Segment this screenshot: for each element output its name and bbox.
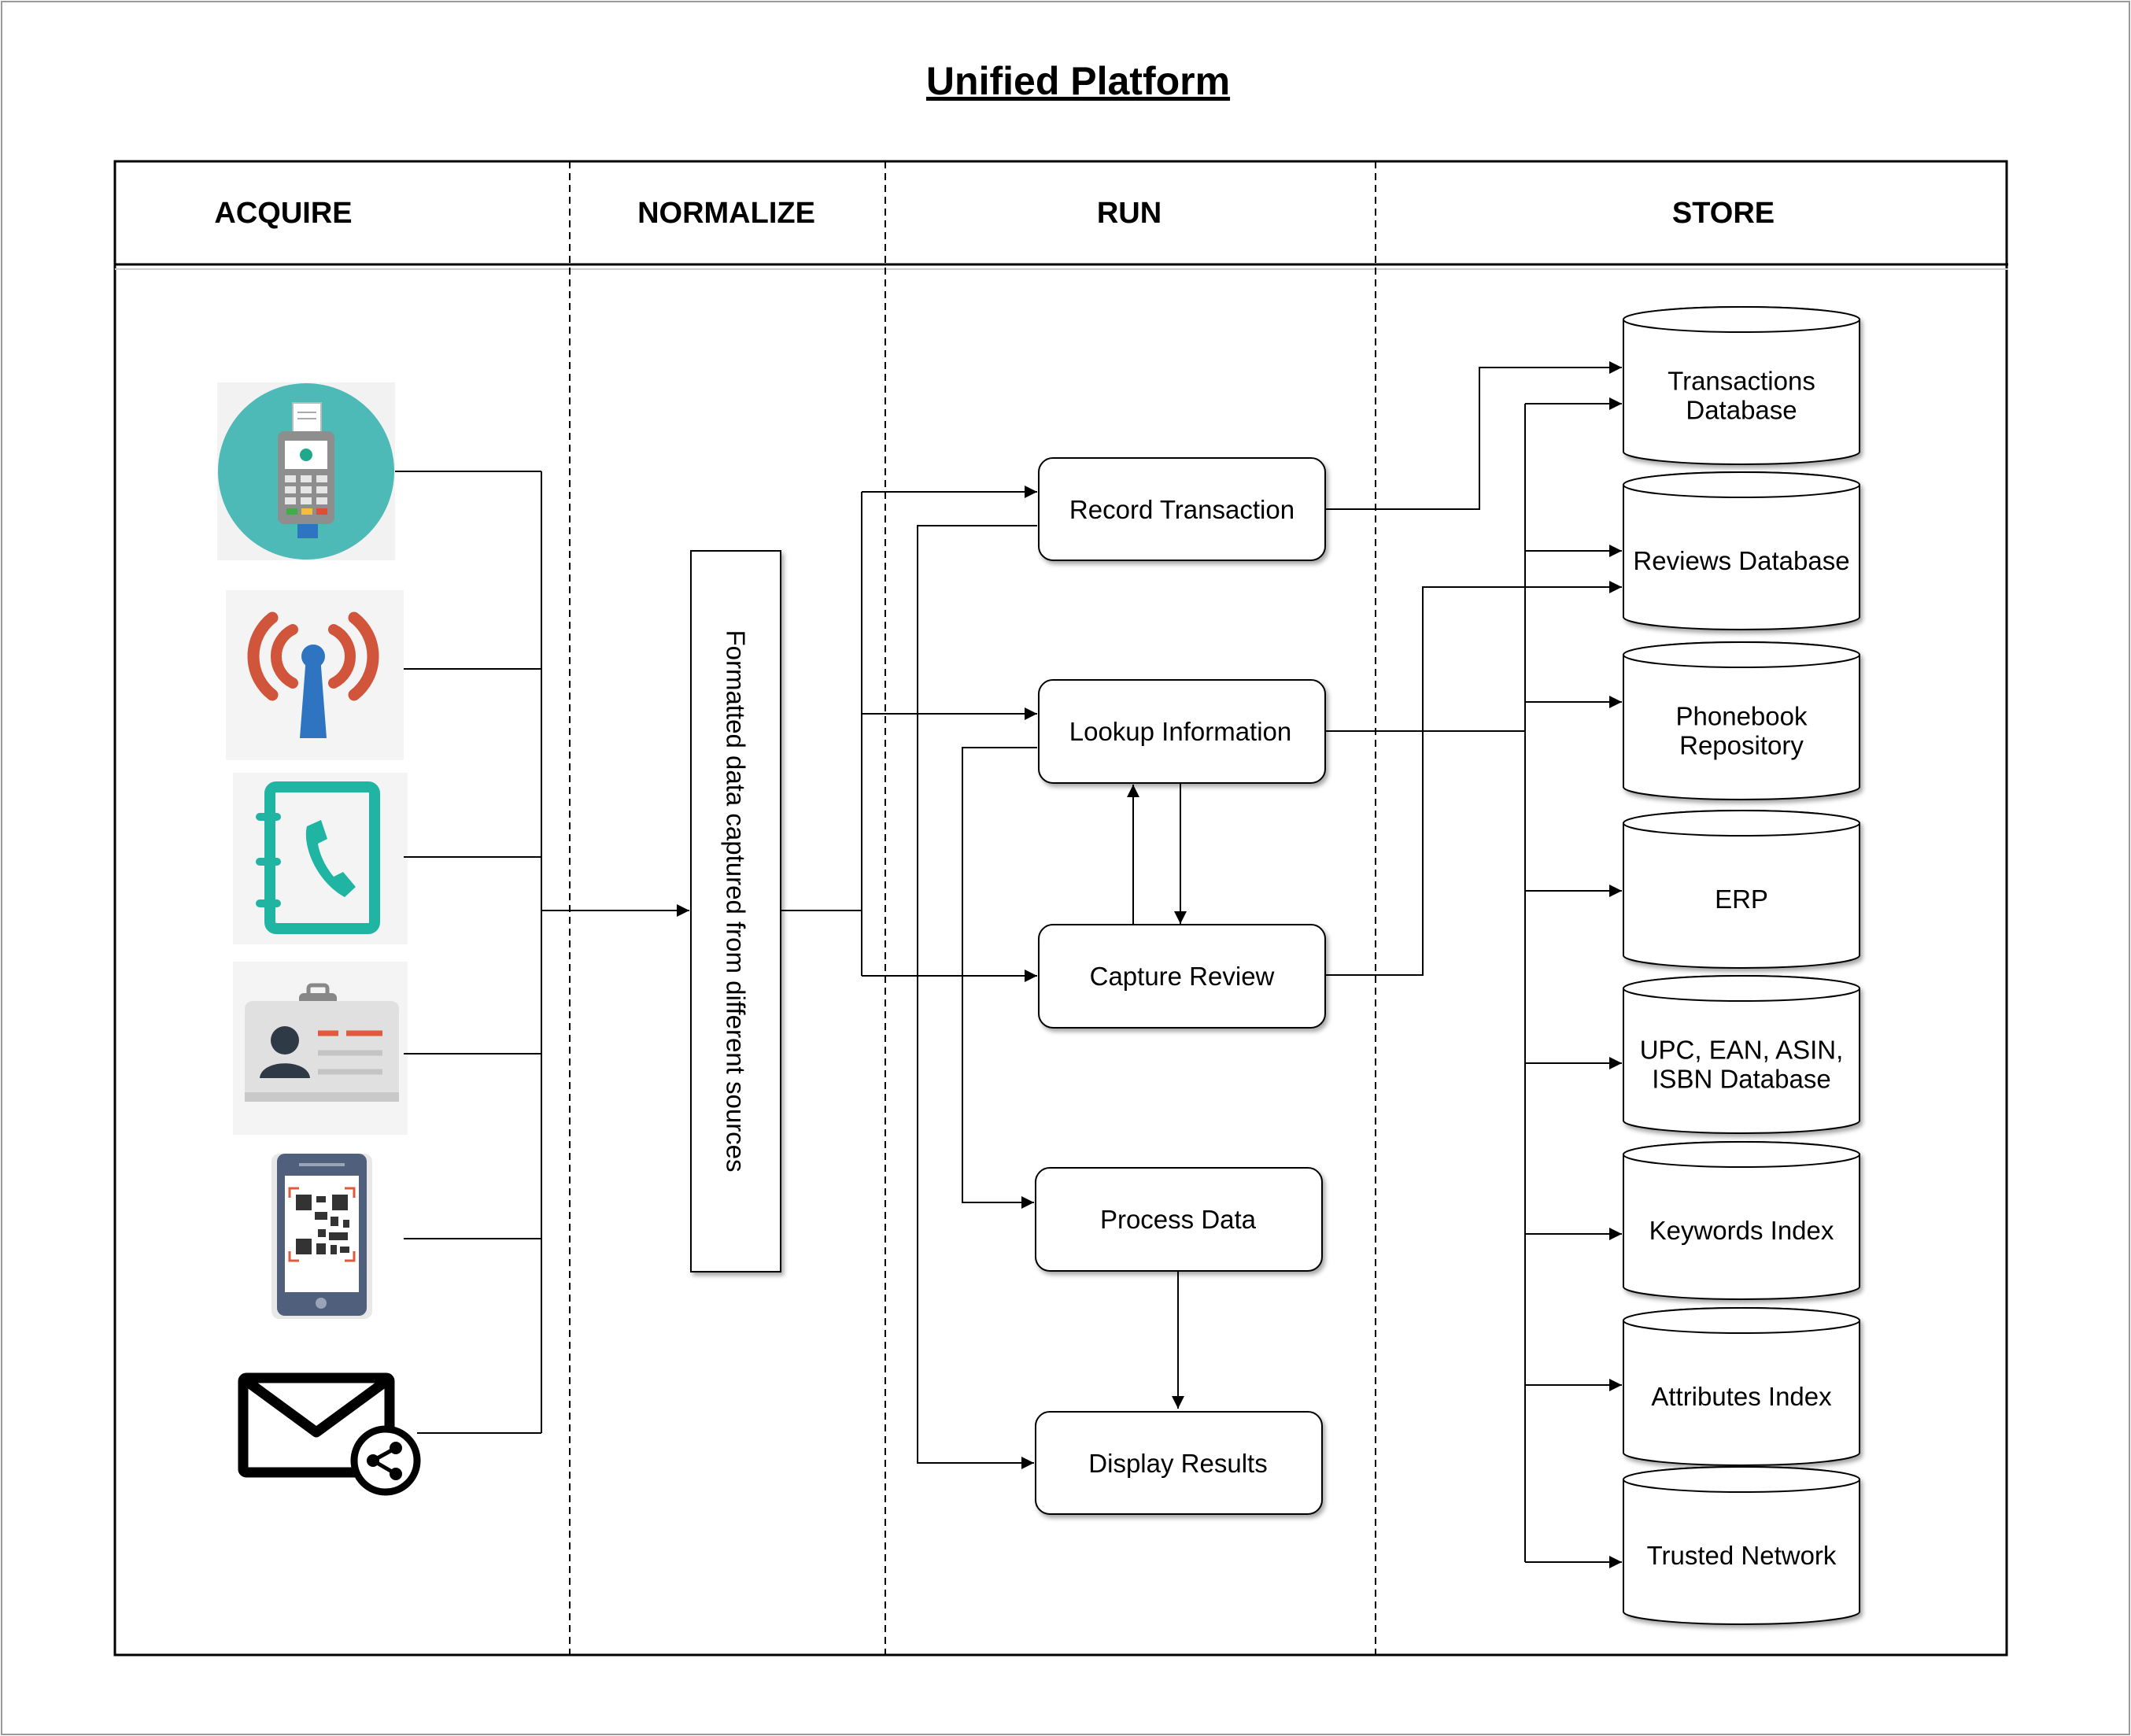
store-reviews-database: Reviews Database [1623,471,1860,630]
store-label-line: Repository [1679,731,1804,760]
card-terminal-icon [217,382,395,560]
normalize-box-label: Formatted data captured from different s… [721,630,750,1172]
lane-header-acquire: ACQUIRE [214,197,352,230]
node-capture-review-label: Capture Review [1090,962,1275,991]
signal-tower-icon [226,590,404,760]
store-label-line: ISBN Database [1652,1065,1830,1094]
store-label-line: Reviews Database [1633,546,1849,575]
store-keywords-index: Keywords Index [1623,1141,1860,1300]
store-attributes-index: Attributes Index [1623,1307,1860,1466]
node-display-results: Display Results [1035,1411,1323,1515]
diagram-title: Unified Platform [926,59,1230,103]
normalize-box: Formatted data captured from different s… [690,550,781,1272]
store-upc-ean-asin-isbn-database: UPC, EAN, ASIN,ISBN Database [1623,975,1860,1134]
qr-phone-icon [271,1154,372,1319]
email-share-icon [238,1372,421,1496]
swimlane-container [113,160,2008,1657]
store-label-line: Database [1686,396,1797,425]
store-label-line: Transactions [1667,367,1815,396]
lane-header-normalize: NORMALIZE [637,197,815,230]
store-trusted-network: Trusted Network [1623,1466,1860,1625]
store-label-line: UPC, EAN, ASIN, [1640,1036,1844,1065]
node-lookup-information: Lookup Information [1038,679,1326,784]
node-lookup-information-label: Lookup Information [1069,717,1292,746]
node-process-data-label: Process Data [1100,1205,1257,1234]
node-capture-review: Capture Review [1038,924,1326,1029]
node-display-results-label: Display Results [1088,1449,1267,1478]
node-process-data: Process Data [1035,1167,1323,1272]
lane-header-store: STORE [1672,197,1775,230]
store-label-line: Keywords Index [1649,1216,1834,1245]
store-label-line: Phonebook [1676,702,1808,731]
lane-header-run: RUN [1097,197,1162,230]
store-label-line: ERP [1715,885,1768,914]
store-label-line: Attributes Index [1651,1382,1832,1411]
connector-lines [395,361,1622,1568]
phonebook-icon [233,773,408,944]
id-badge-icon [233,962,408,1135]
node-record-transaction: Record Transaction [1038,457,1326,561]
store-erp: ERP [1623,810,1860,969]
store-label-line: Trusted Network [1647,1541,1837,1570]
node-record-transaction-label: Record Transaction [1069,495,1294,524]
